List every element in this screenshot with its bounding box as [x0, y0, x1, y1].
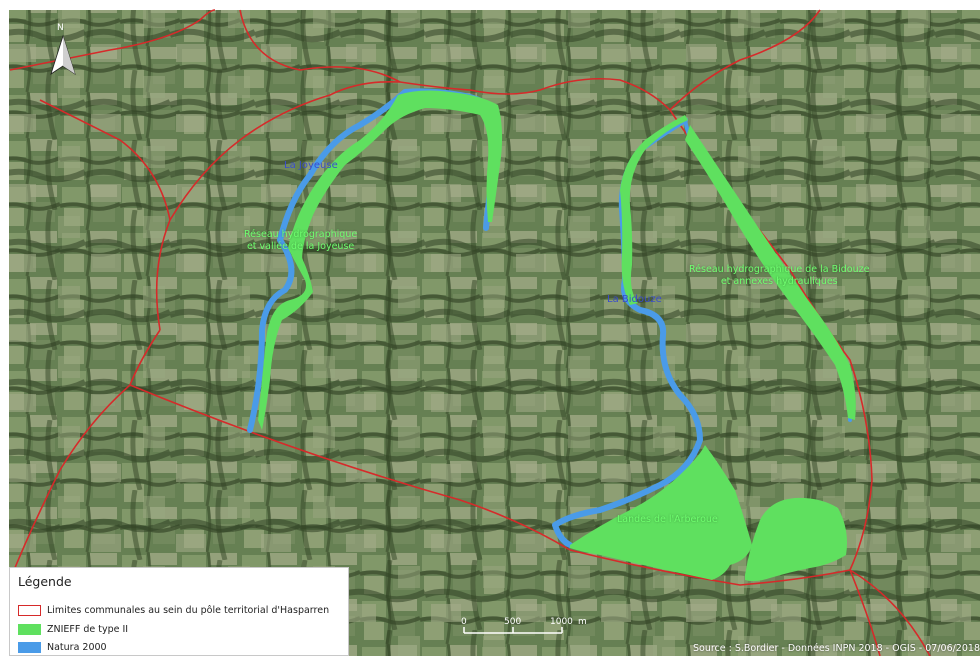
scale-tick-500: 500 — [504, 617, 522, 627]
scale-unit: m — [578, 617, 587, 627]
scale-tick-0: 0 — [461, 617, 467, 627]
scale-tick-1000: 1000 — [550, 617, 573, 627]
znieff-type-ii-areas — [258, 90, 856, 582]
legend-label-natura: Natura 2000 — [47, 642, 107, 653]
river-label-joyeuse: La Joyeuse — [284, 160, 338, 171]
zone-label-bidouze: Réseau hydrographique de la Bidouze et a… — [689, 264, 870, 287]
legend-item-znieff: ZNIEFF de type II — [18, 623, 128, 636]
boundary-swatch — [18, 605, 41, 616]
legend-item-natura: Natura 2000 — [18, 641, 107, 654]
legend-label-znieff: ZNIEFF de type II — [47, 624, 129, 635]
zone-label-joyeuse: Réseau hydrographique et vallée de la Jo… — [244, 229, 358, 252]
legend-item-boundaries: Limites communales au sein du pôle terri… — [18, 604, 329, 617]
natura-swatch — [18, 642, 41, 653]
municipal-boundaries — [9, 9, 931, 656]
legend-title: Légende — [18, 574, 72, 589]
source-credit: Source : S.Bordier - Données INPN 2018 -… — [692, 643, 980, 654]
zone-label-arberoue: Landes de l'Arberoue — [617, 514, 718, 525]
znieff-swatch — [18, 624, 41, 635]
legend-label-boundaries: Limites communales au sein du pôle terri… — [47, 605, 330, 616]
map-legend: Légende Limites communales au sein du pô… — [9, 567, 349, 656]
north-arrow-icon — [50, 34, 76, 75]
scale-bar — [463, 627, 563, 634]
north-label: N — [57, 23, 64, 33]
river-label-bidouze: La Bidouze — [607, 294, 662, 305]
